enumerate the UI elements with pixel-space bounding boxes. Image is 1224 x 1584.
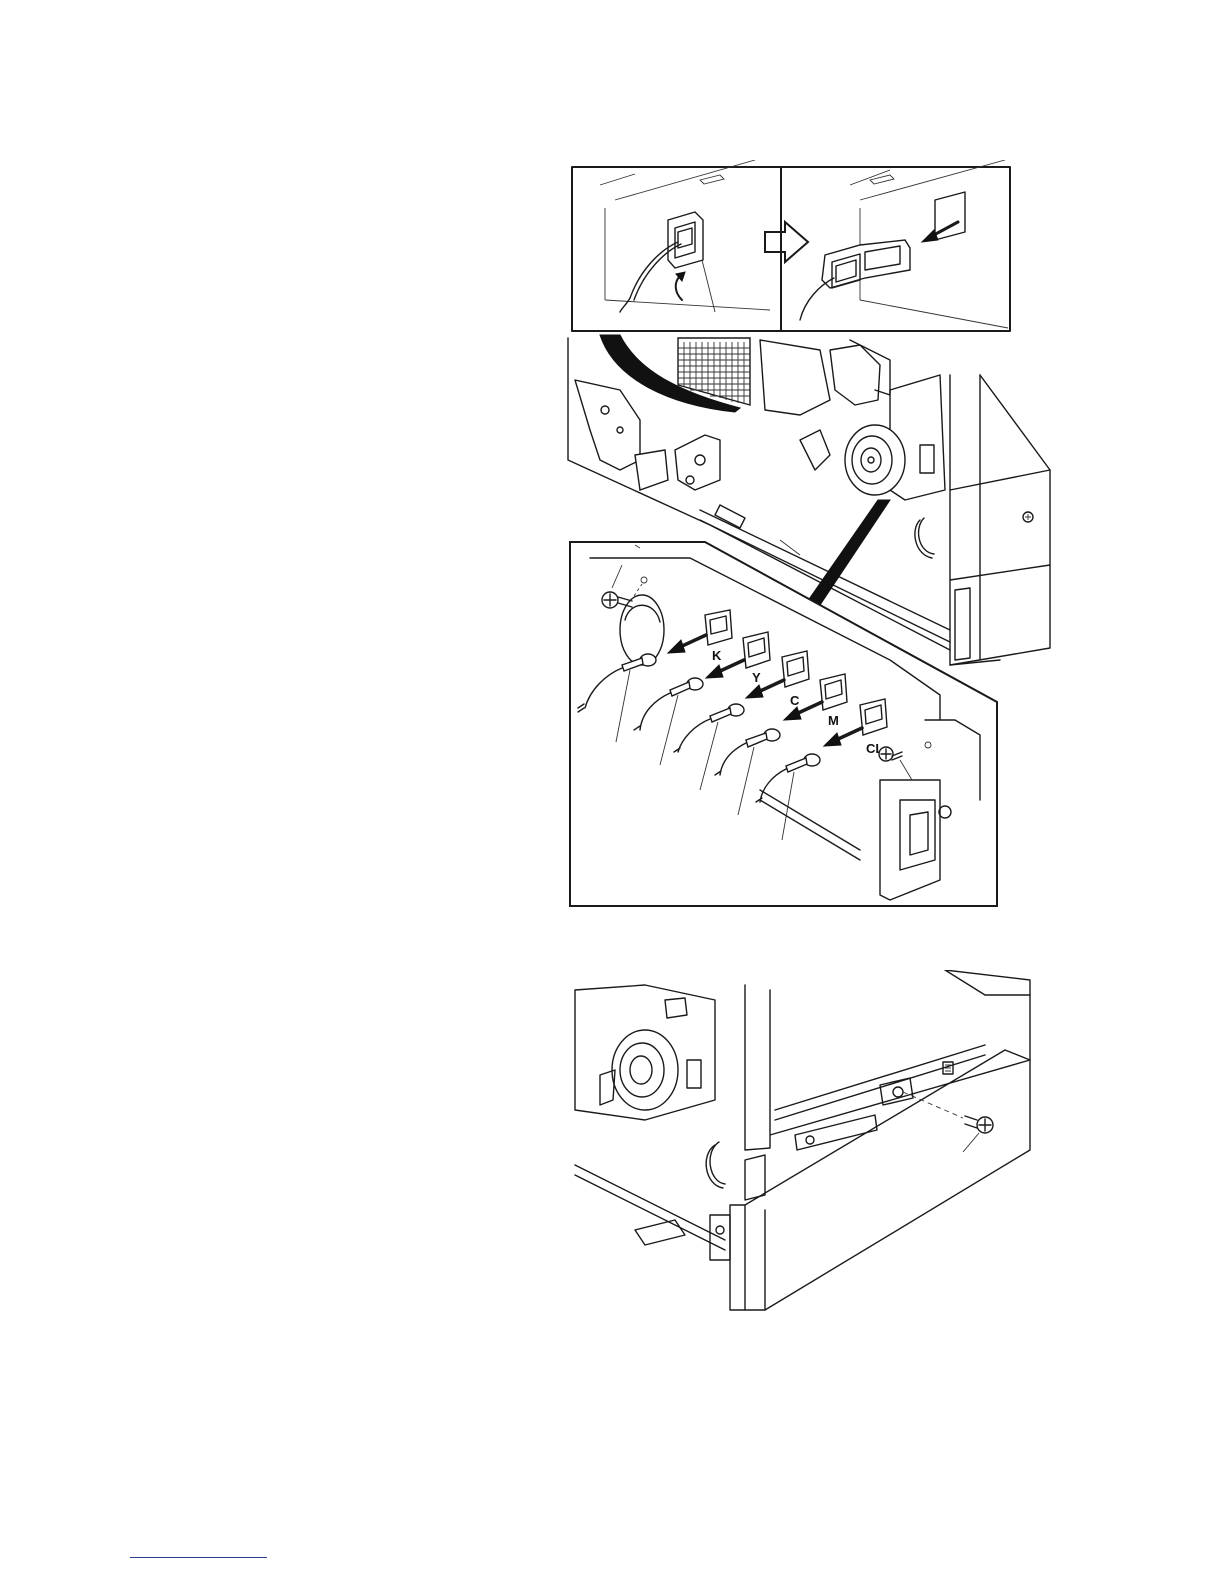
socket-block-k xyxy=(705,610,732,645)
connector-label-k: K xyxy=(712,648,722,663)
transition-arrow-icon xyxy=(765,222,808,262)
inset-connectors-detail: K Y C M CL xyxy=(570,542,997,906)
machine-rear-view xyxy=(575,970,1030,1310)
connector-label-y: Y xyxy=(752,670,761,685)
figure-1-illustration: K Y C M CL xyxy=(560,160,1060,915)
screw-icon xyxy=(903,1092,993,1152)
connector-label-m: M xyxy=(828,713,839,728)
detail-pointer xyxy=(805,500,890,605)
inset-top-left xyxy=(572,160,781,331)
footer-link-rule[interactable] xyxy=(130,1557,267,1558)
connector-label-c: C xyxy=(790,693,800,708)
drive-gear xyxy=(845,375,945,500)
figure-2-illustration xyxy=(565,970,1035,1330)
inset-top-right xyxy=(781,160,1010,331)
